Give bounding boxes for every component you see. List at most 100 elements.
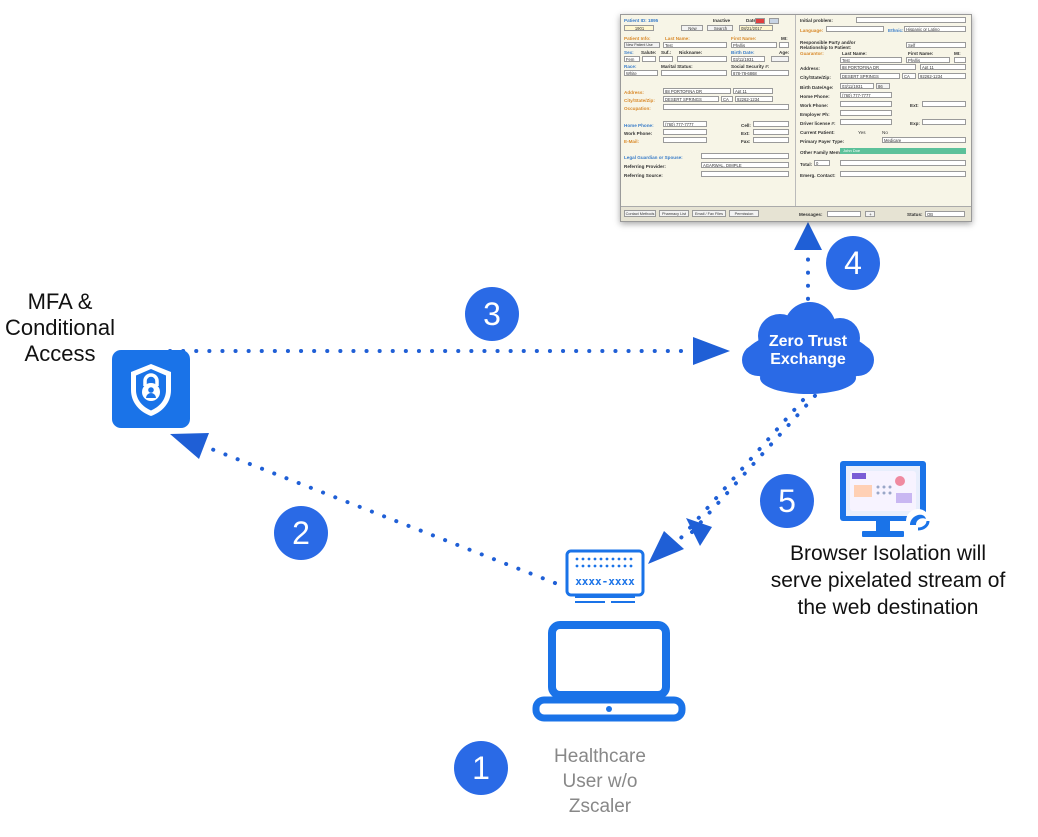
- emr-zip-field[interactable]: 92262-1234: [735, 96, 773, 102]
- emr-guardian-label: Legal Guardian or Spouse:: [624, 155, 683, 160]
- emr-r-work-field[interactable]: [840, 101, 892, 107]
- emr-r-apt-field[interactable]: Apt 11: [920, 64, 966, 70]
- emr-r-last-name-field[interactable]: Test: [840, 57, 902, 63]
- emr-race-label: Race:: [624, 64, 637, 69]
- emr-occupation-select[interactable]: [663, 104, 789, 110]
- emr-family-list[interactable]: [840, 160, 966, 166]
- mfa-label: MFA & Conditional Access: [4, 289, 116, 366]
- emr-last-name-field[interactable]: Test: [663, 42, 727, 48]
- emr-ref-provider-field[interactable]: AGARWAL, DIMPLE: [701, 162, 789, 168]
- emr-ext-label: Ext:: [741, 131, 750, 136]
- emr-ssn-field[interactable]: 878-78-6868: [731, 70, 789, 76]
- emr-exp-label: Exp:: [910, 121, 920, 126]
- emr-apt-field[interactable]: Apt 11: [733, 88, 773, 94]
- zero-trust-exchange-label: Zero Trust Exchange: [768, 333, 848, 368]
- emr-r-city-field[interactable]: DESERT SPRINGS: [840, 73, 900, 79]
- emr-contact-methods-button[interactable]: Contact Methods: [624, 210, 656, 217]
- emr-email-field[interactable]: [663, 137, 707, 143]
- emr-r-first-name-field[interactable]: Phyllis: [906, 57, 950, 63]
- emr-other-family-row[interactable]: John Doe: [840, 148, 966, 154]
- emr-no-radio[interactable]: No: [882, 130, 888, 135]
- step-badge-1: 1: [454, 741, 508, 795]
- emr-emerg-field[interactable]: [840, 171, 966, 177]
- emr-address-field[interactable]: 88 PORTOFINA DR: [663, 88, 731, 94]
- emr-guardian-field[interactable]: [701, 153, 789, 159]
- emr-license-label: Driver license #:: [800, 121, 836, 126]
- emr-last-name-label: Last Name:: [665, 36, 690, 41]
- emr-yes-radio[interactable]: Yes: [858, 130, 866, 135]
- emr-r-mi-field[interactable]: [954, 57, 966, 63]
- emr-date-label: Date:: [746, 18, 758, 23]
- emr-state-field[interactable]: CA: [721, 96, 733, 102]
- emr-patient-id-field[interactable]: 1901: [624, 25, 654, 31]
- emr-fax-field[interactable]: [753, 137, 789, 143]
- emr-license-field[interactable]: [840, 119, 892, 125]
- emr-nickname-field[interactable]: [677, 56, 727, 62]
- emr-card-icon[interactable]: [755, 18, 765, 24]
- emr-date-field[interactable]: 08/21/2017: [739, 25, 773, 31]
- emr-r-first-name-label: First Name:: [908, 51, 934, 56]
- emr-home-phone-field[interactable]: (760) 777-7777: [663, 121, 707, 127]
- emr-r-age-field: 86: [876, 83, 890, 89]
- emr-relationship-select[interactable]: Self: [906, 42, 966, 48]
- emr-status-label: Status:: [907, 212, 923, 217]
- emr-r-home-label: Home Phone:: [800, 94, 830, 99]
- emr-payer-select[interactable]: Medicare: [882, 137, 966, 143]
- emr-photo-icon[interactable]: [769, 18, 779, 24]
- emr-age-label: Age:: [779, 50, 790, 55]
- emr-fax-label: Fax:: [741, 139, 751, 144]
- emr-new-button[interactable]: New: [681, 25, 703, 31]
- emr-ethnic-select[interactable]: Hispanic or Latino: [904, 26, 966, 32]
- emr-other-family-label: Other Family Members:: [800, 150, 852, 155]
- emr-sex-select[interactable]: Fem: [624, 56, 640, 62]
- emr-work-phone-field[interactable]: [663, 129, 707, 135]
- emr-ref-source-field[interactable]: [701, 171, 789, 177]
- emr-r-home-field[interactable]: (760) 777-7777: [840, 92, 892, 98]
- emr-city-field[interactable]: DESERT SPRINGS: [663, 96, 719, 102]
- emr-suf-select[interactable]: [659, 56, 673, 62]
- emr-ref-source-label: Referring Source:: [624, 173, 663, 178]
- emr-add-message-button[interactable]: +: [865, 211, 875, 217]
- emr-email-fax-button[interactable]: Email / Fax Files: [692, 210, 726, 217]
- emr-total-select[interactable]: 0: [814, 160, 830, 166]
- emr-address-label: Address:: [624, 90, 644, 95]
- emr-permission-button[interactable]: Permission: [729, 210, 759, 217]
- step-badge-4: 4: [826, 236, 880, 290]
- emr-cell-label: Cell:: [741, 123, 751, 128]
- emr-exp-field[interactable]: [922, 119, 966, 125]
- emr-search-button[interactable]: Search: [707, 25, 733, 31]
- emr-ethnic-label: Ethnic:: [888, 28, 904, 33]
- emr-resp-label: Responsible Party and/or: [800, 40, 856, 45]
- emr-status-select[interactable]: OB: [925, 211, 965, 217]
- emr-pharmacy-list-button[interactable]: Pharmacy List: [659, 210, 689, 217]
- emr-initial-problem-field[interactable]: [856, 17, 966, 23]
- emr-new-patient-button[interactable]: New Patient Use: [624, 42, 660, 48]
- emr-race-select[interactable]: White: [624, 70, 658, 76]
- arrowhead-to-mfa: [170, 433, 209, 459]
- emr-patient-info-label: Patient Info:: [624, 36, 651, 41]
- emr-work-phone-label: Work Phone:: [624, 131, 653, 136]
- emr-suf-label: Suf.:: [661, 50, 672, 55]
- emr-ext-field[interactable]: [753, 129, 789, 135]
- emr-first-name-field[interactable]: Phyllis: [731, 42, 777, 48]
- emr-language-select[interactable]: [826, 26, 884, 32]
- emr-salute-select[interactable]: [642, 56, 656, 62]
- emr-r-state-field[interactable]: CA: [902, 73, 916, 79]
- emr-r-ext-field[interactable]: [922, 101, 966, 107]
- arrowhead-to-user: [648, 531, 684, 564]
- emr-r-birth-label: Birth Date/Age:: [800, 85, 834, 90]
- emr-nickname-label: Nickname:: [679, 50, 703, 55]
- emr-birth-date-field[interactable]: 03/11/1931: [731, 56, 765, 62]
- emr-marital-select[interactable]: [661, 70, 727, 76]
- emr-r-address-field[interactable]: 88 PORTOFINA DR: [840, 64, 916, 70]
- emr-messages-select[interactable]: [827, 211, 861, 217]
- emr-r-birth-field[interactable]: 03/11/1931: [840, 83, 874, 89]
- emr-r-zip-field[interactable]: 92262-1234: [918, 73, 966, 79]
- emr-total-label: Total:: [800, 162, 813, 167]
- emr-relationship-label: Relationship to Patient:: [800, 45, 852, 50]
- emr-ref-provider-label: Referring Provider:: [624, 164, 666, 169]
- emr-mi-field[interactable]: [779, 42, 789, 48]
- emr-employer-field[interactable]: [840, 110, 892, 116]
- emr-cell-field[interactable]: [753, 121, 789, 127]
